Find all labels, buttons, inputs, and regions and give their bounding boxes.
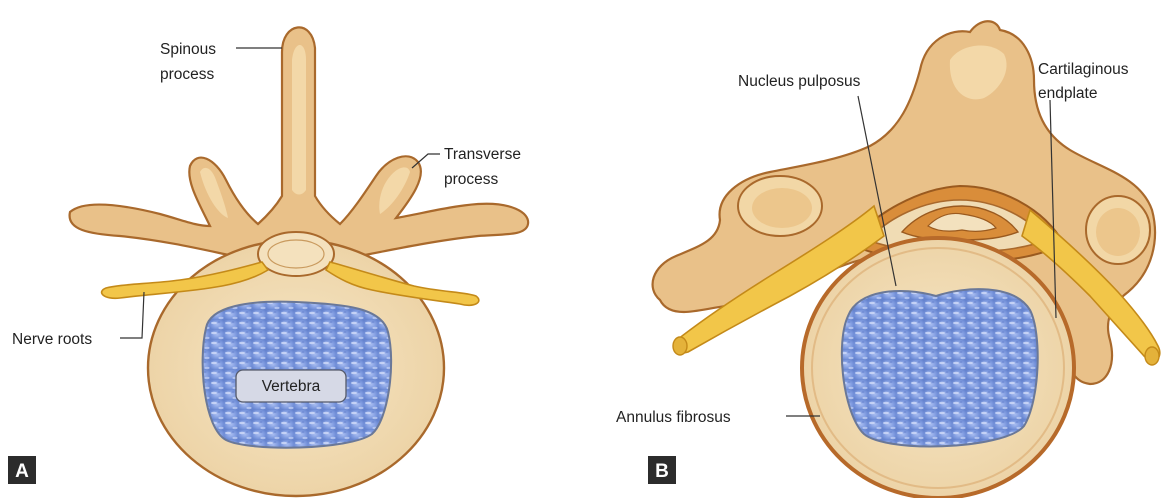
- spinous-label-line1: Spinous: [160, 41, 216, 58]
- nerve-roots-leader: [120, 292, 144, 338]
- vertebra-label: Vertebra: [262, 378, 321, 395]
- panel-b-nucleus-pulposus: [842, 289, 1038, 446]
- cartilaginous-label-line1: Cartilaginous: [1038, 61, 1129, 78]
- panel-a-spinal-canal: [258, 232, 334, 276]
- annulus-fibrosus-label: Annulus fibrosus: [616, 409, 731, 426]
- panel-b-letter: B: [655, 461, 669, 482]
- spinous-label-line2: process: [160, 66, 215, 83]
- nucleus-pulposus-label: Nucleus pulposus: [738, 73, 861, 90]
- panel-a-bone-highlight: [292, 45, 306, 195]
- panel-a-letter: A: [15, 461, 29, 482]
- panel-b: Nucleus pulposus Cartilaginous endplate …: [616, 21, 1160, 498]
- panel-a: Vertebra Spinous process Transverse proc…: [8, 27, 528, 496]
- transverse-label-line2: process: [444, 171, 499, 188]
- nerve-roots-label: Nerve roots: [12, 331, 92, 348]
- cartilaginous-label-line2: endplate: [1038, 85, 1097, 102]
- transverse-label-line1: Transverse: [444, 146, 521, 163]
